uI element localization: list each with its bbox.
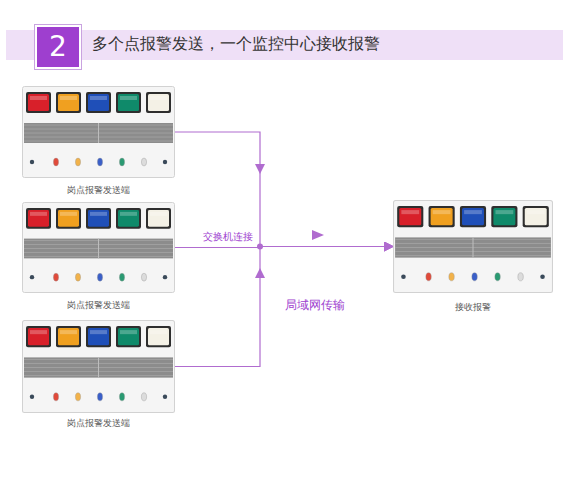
sender-device: 岗点报警发送端 <box>22 202 175 313</box>
sender-device: 岗点报警发送端 <box>22 320 175 431</box>
title-text: 多个点报警发送，一个监控中心接收报警 <box>92 34 380 55</box>
device-label: 接收报警 <box>393 301 553 314</box>
edge-label: 交换机连接 <box>202 230 254 244</box>
callout-number: 2 <box>35 25 81 69</box>
right-arrow <box>312 230 324 240</box>
network-link <box>175 247 393 367</box>
alarm-device <box>22 202 175 293</box>
receiver-device: 接收报警 <box>393 200 553 315</box>
network-link <box>175 132 393 247</box>
device-label: 岗点报警发送端 <box>22 184 175 197</box>
junction-dot <box>257 244 263 250</box>
network-label: 局域网传输 <box>285 297 345 314</box>
alarm-device <box>22 320 175 413</box>
device-label: 岗点报警发送端 <box>22 417 175 430</box>
alarm-device <box>393 200 553 293</box>
alarm-device <box>22 86 175 178</box>
sender-device: 岗点报警发送端 <box>22 86 175 198</box>
device-label: 岗点报警发送端 <box>22 299 175 312</box>
